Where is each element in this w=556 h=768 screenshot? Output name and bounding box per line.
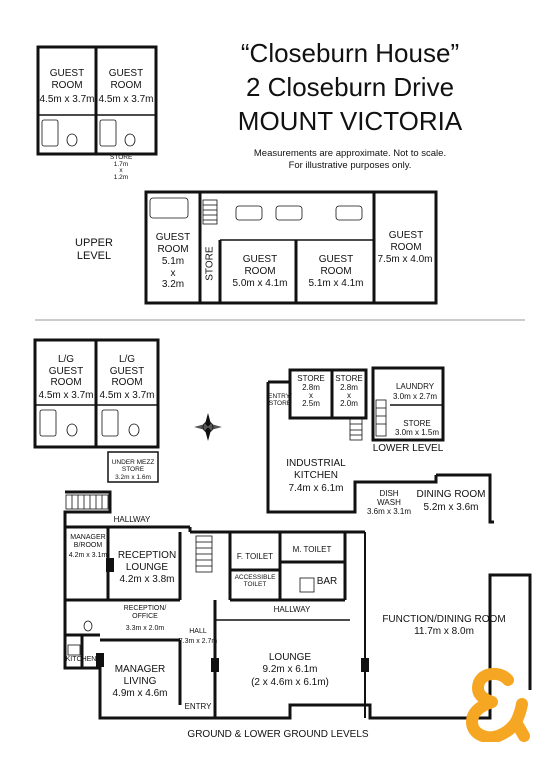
hall-size: 7.3m x 2.7m (178, 638, 218, 645)
kitchen-label: KITCHEN (65, 656, 97, 663)
lower-store-size: 3.0m x 1.5m (394, 428, 439, 437)
compass-rose (194, 413, 222, 441)
reception-office-size: 3.3m x 2.0m (125, 625, 165, 632)
upper-guest-room-5-size: 5.1m x 4.1m (308, 278, 364, 289)
entry-store-label: ENTRY/ STORE (268, 393, 292, 408)
dining-room-size: 5.2m x 3.6m (423, 502, 479, 513)
upper-guest-room-1-name: GUEST ROOM (49, 68, 85, 91)
manager-living-name: MANAGER LIVING (114, 664, 166, 687)
function-room-name: FUNCTION/DINING ROOM (382, 614, 506, 625)
laundry-size: 3.0m x 2.7m (392, 392, 437, 401)
lounge-size: 9.2m x 6.1m (262, 664, 318, 675)
upper-guest-room-1-size: 4.5m x 3.7m (39, 94, 95, 105)
property-name: “Closeburn House” (240, 38, 460, 68)
manager-bedroom-name: MANAGER B/ROOM (70, 534, 106, 550)
property-street: 2 Closeburn Drive (245, 72, 455, 102)
upper-guest-room-3-size: 5.1m x 3.2m (161, 256, 185, 290)
lounge-note: (2 x 4.6m x 6.1m) (251, 677, 329, 688)
manager-bedroom-size: 4.2m x 3.1m (68, 552, 108, 559)
upper-guest-room-2-size: 4.5m x 3.7m (98, 94, 154, 105)
store-1-size: 2.8m x 2.5m (302, 383, 320, 408)
accessible-toilet-label: ACCESSIBLE TOILET (234, 574, 276, 589)
upper-guest-room-6-size: 7.5m x 4.0m (377, 254, 433, 265)
function-room-size: 11.7m x 8.0m (414, 626, 474, 637)
store-2-size: 2.8m x 2.0m (340, 383, 358, 408)
store-2-name: STORE (335, 374, 363, 383)
hallway-mid-label: HALLWAY (273, 605, 311, 614)
lg-guest-room-1-name: L/G GUEST ROOM (48, 354, 84, 388)
property-suburb: MOUNT VICTORIA (237, 106, 463, 136)
disclaimer-line-1: Measurements are approximate. Not to sca… (253, 148, 447, 159)
dish-wash-size: 3.6m x 3.1m (366, 507, 411, 516)
reception-lounge-size: 4.2m x 3.8m (119, 574, 175, 585)
bar-label: BAR (316, 576, 338, 587)
ground-level-label: GROUND & LOWER GROUND LEVELS (187, 729, 369, 740)
industrial-kitchen-size: 7.4m x 6.1m (288, 483, 344, 494)
lg-guest-room-2-size: 4.5m x 3.7m (99, 390, 155, 401)
dining-room-name: DINING ROOM (416, 489, 486, 500)
store-1-name: STORE (297, 374, 325, 383)
lower-store-name: STORE (403, 419, 431, 428)
upper-guest-room-4-name: GUEST ROOM (242, 254, 278, 277)
m-toilet-label: M. TOILET (292, 545, 332, 554)
f-toilet-label: F. TOILET (236, 552, 274, 561)
entry-label: ENTRY (184, 702, 212, 711)
lg-guest-room-2-name: L/G GUEST ROOM (109, 354, 145, 388)
lounge-name: LOUNGE (268, 652, 312, 663)
dish-wash-name: DISH WASH (377, 489, 401, 508)
disclaimer-line-2: For illustrative purposes only. (288, 160, 412, 171)
upper-small-store: STORE 1.7m x 1.2m (110, 154, 133, 181)
manager-living-size: 4.9m x 4.6m (112, 688, 168, 699)
lower-level-block (371, 366, 445, 442)
hallway-top-label: HALLWAY (113, 515, 151, 524)
hall-name: HALL (189, 628, 207, 635)
reception-lounge-name: RECEPTION LOUNGE (117, 550, 177, 573)
laundry-name: LAUNDRY (395, 382, 435, 391)
upper-guest-room-3-name: GUEST ROOM (155, 232, 191, 255)
industrial-kitchen-name: INDUSTRIAL KITCHEN (286, 458, 346, 481)
upper-guest-room-4-size: 5.0m x 4.1m (232, 278, 288, 289)
under-mezz-store: UNDER MEZZ STORE 3.2m x 1.6m (111, 459, 155, 481)
upper-guest-room-2-name: GUEST ROOM (108, 68, 144, 91)
upper-guest-room-6-name: GUEST ROOM (388, 230, 424, 253)
ampersand-logo (466, 667, 530, 742)
upper-long-block (144, 190, 438, 305)
lg-guest-room-1-size: 4.5m x 3.7m (38, 390, 94, 401)
upper-store-label: STORE (204, 246, 216, 281)
lower-level-label: LOWER LEVEL (372, 443, 444, 454)
upper-guest-room-5-name: GUEST ROOM (318, 254, 354, 277)
reception-office-name: RECEPTION/ OFFICE (123, 605, 167, 621)
upper-level-label: UPPER LEVEL (75, 237, 113, 262)
